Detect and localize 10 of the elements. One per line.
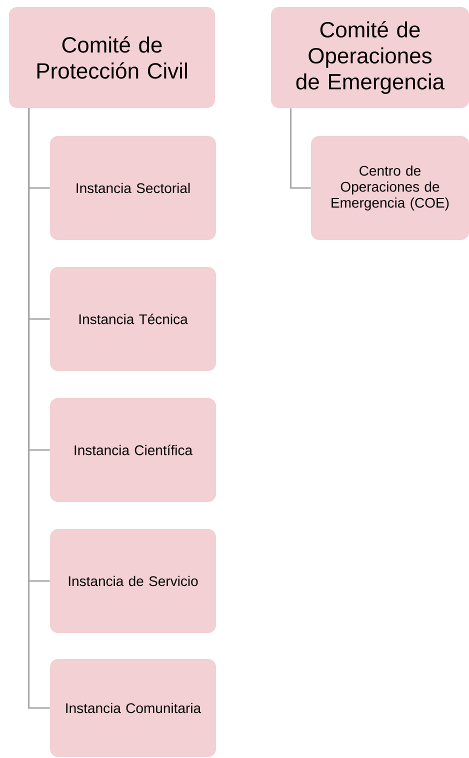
org-box: Centro de Operaciones de Emergencia (COE) [311,136,469,240]
org-box: Comité de Protección Civil [9,7,215,108]
org-box: Instancia de Servicio [50,529,216,633]
org-box: Instancia Comunitaria [50,659,216,757]
connector-line [290,108,311,189]
org-box: Instancia Científica [50,398,216,502]
org-box: Comité de Operaciones de Emergencia [271,7,469,108]
org-box: Instancia Técnica [50,267,216,371]
connector-line [28,108,50,709]
org-box: Instancia Sectorial [50,136,216,240]
